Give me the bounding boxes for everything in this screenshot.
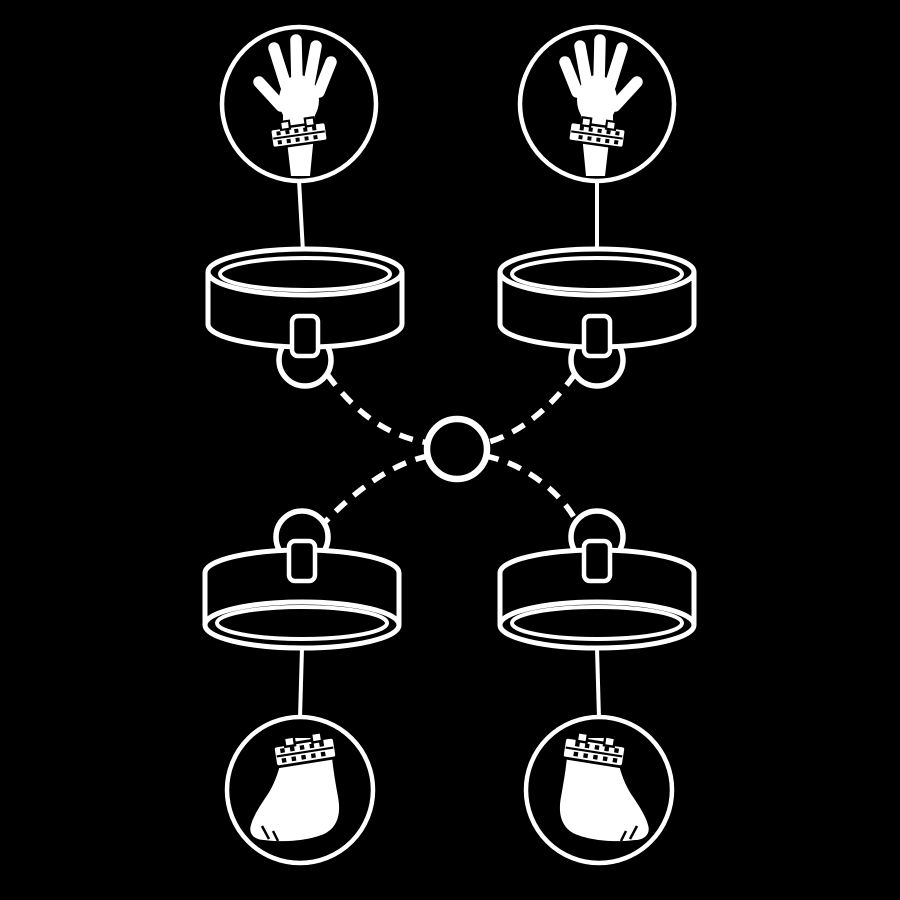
dashed-strap-bottom-left <box>323 453 430 524</box>
dashed-strap-top-right <box>484 372 578 446</box>
center-ring <box>423 415 491 483</box>
connector-line-bottom-left <box>298 647 304 719</box>
connector-line-top-left <box>297 179 305 253</box>
left-ankle-cuff <box>201 511 403 648</box>
connector-line-bottom-right <box>595 647 601 719</box>
dashed-strap-top-left <box>324 372 430 446</box>
right-wrist-cuff <box>496 249 698 386</box>
right-ankle-cuff <box>496 511 698 648</box>
dashed-strap-bottom-right <box>484 453 579 523</box>
left-wrist-cuff <box>204 249 406 386</box>
